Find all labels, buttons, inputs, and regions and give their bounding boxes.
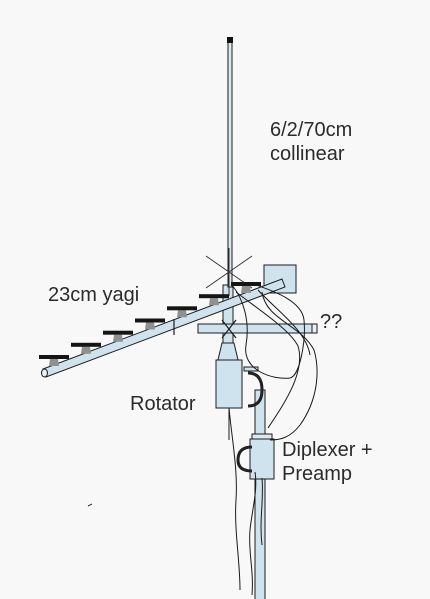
yagi-element	[231, 282, 261, 293]
yagi-element-clamp	[209, 298, 219, 306]
diplexer-label-line1: Diplexer +	[282, 439, 373, 461]
yagi-element-rod	[71, 342, 101, 347]
yagi-element-rod	[167, 306, 197, 311]
yagi-element-clamp	[145, 322, 155, 330]
rotator-body	[215, 359, 243, 409]
yagi-element	[135, 318, 165, 330]
yagi-boom-end	[41, 368, 48, 378]
diplexer-clamp	[236, 445, 253, 473]
yagi-element	[39, 355, 69, 366]
yagi-element-clamp	[81, 346, 91, 354]
diplexer-label: Diplexer + Preamp	[282, 438, 373, 486]
yagi-element-clamp	[113, 334, 123, 342]
rotator-clamp	[247, 371, 264, 408]
diplexer-box	[249, 438, 275, 480]
crossarm-cap	[311, 323, 318, 334]
mast-pole	[254, 389, 266, 599]
yagi-element-rod	[135, 318, 165, 323]
yagi-label: 23cm yagi	[48, 284, 140, 306]
collinear-label-line2: collinear	[270, 143, 345, 165]
yagi-element-rod	[199, 294, 229, 299]
yagi-element	[71, 342, 101, 354]
yagi-elements	[39, 282, 261, 366]
collinear-label: 6/2/70cm collinear	[270, 118, 352, 166]
rotator-top-cone	[217, 342, 239, 361]
collinear-label-line1: 6/2/70cm	[270, 119, 353, 141]
diplexer-label-line2: Preamp	[282, 463, 353, 485]
x-bracket	[221, 319, 237, 339]
yagi-element-rod	[103, 330, 133, 335]
feed-cables	[228, 284, 318, 596]
diplexer-box-top	[251, 433, 273, 440]
yagi-element-rod	[39, 355, 69, 359]
stray-mark	[87, 503, 93, 507]
yagi-element	[167, 306, 197, 318]
rotator-label: Rotator	[130, 393, 196, 415]
rotator-top-plate	[243, 366, 259, 372]
collinear-tip	[227, 37, 233, 43]
yagi-element	[199, 294, 229, 306]
yagi-element-clamp	[49, 359, 59, 366]
yagi-element-clamp	[177, 310, 187, 318]
yagi-element-clamp	[241, 286, 251, 293]
unknown-element-label: ??	[320, 311, 343, 333]
yagi-element	[103, 330, 133, 342]
yagi-element-rod	[231, 282, 261, 286]
